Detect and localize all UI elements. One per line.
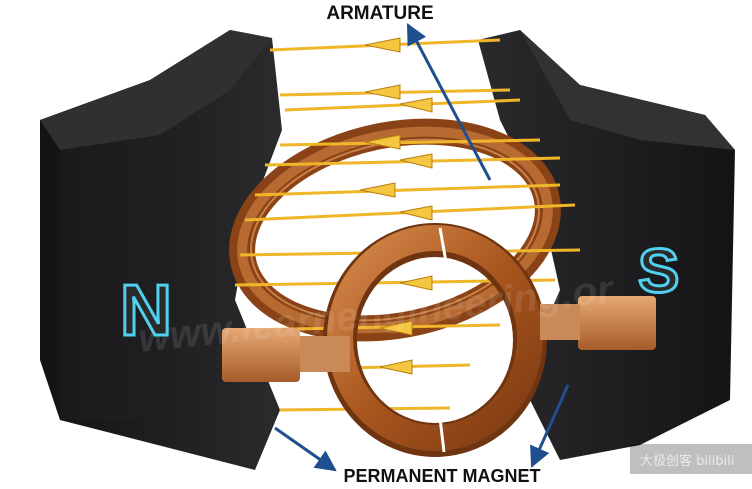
- left-brush: [222, 328, 350, 382]
- armature-label: ARMATURE: [326, 3, 433, 24]
- north-pole-label: N: [120, 271, 172, 351]
- right-brush: [540, 296, 656, 350]
- permanent-magnet-label: PERMANENT MAGNET: [344, 466, 541, 486]
- leader-arrow: [274, 23, 570, 472]
- corner-mark-bg: [630, 444, 752, 474]
- corner-mark: 大极创客 bilibili: [640, 453, 734, 469]
- field-arrow: [359, 37, 433, 375]
- south-pole-label: S: [638, 237, 679, 306]
- armature-coil: [229, 118, 561, 342]
- north-magnet: [40, 30, 282, 470]
